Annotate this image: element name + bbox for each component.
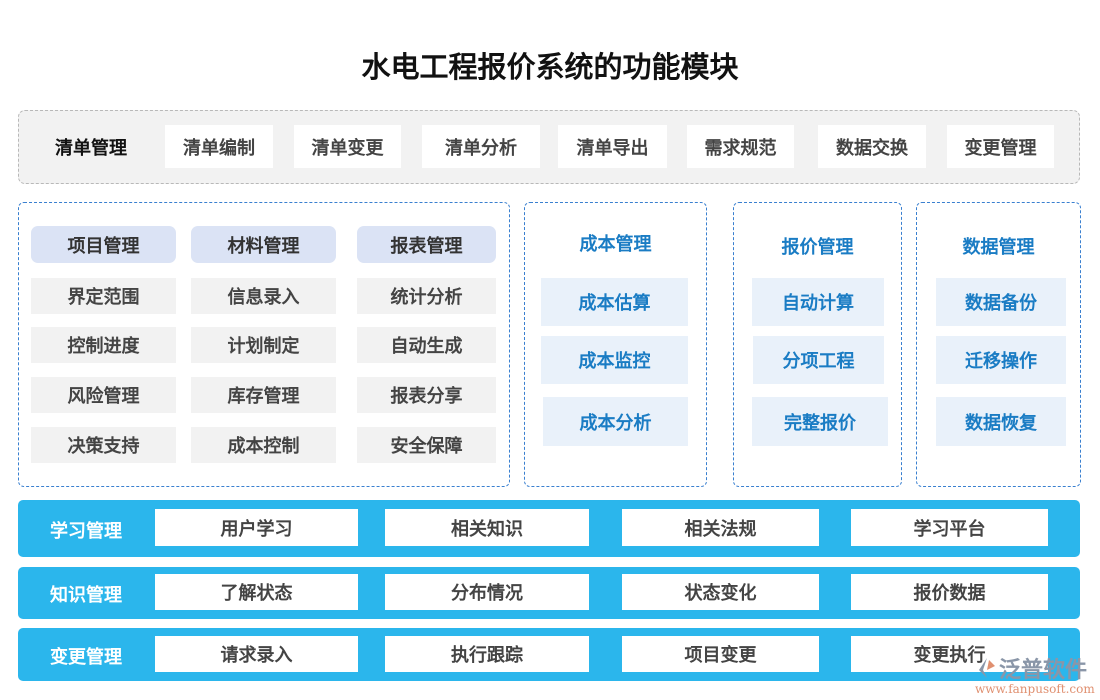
list-management-label: 清单管理 bbox=[55, 138, 127, 159]
watermark-name: 泛普软件 bbox=[999, 658, 1088, 683]
cost-management-group bbox=[524, 202, 707, 487]
list-item[interactable]: 需求规范 bbox=[687, 125, 794, 168]
module-item[interactable]: 安全保障 bbox=[357, 427, 496, 463]
module-item[interactable]: 界定范围 bbox=[31, 278, 176, 314]
bar-item[interactable]: 了解状态 bbox=[155, 574, 358, 610]
module-item[interactable]: 迁移操作 bbox=[936, 336, 1066, 384]
module-item[interactable]: 成本控制 bbox=[191, 427, 336, 463]
bar-item[interactable]: 相关法规 bbox=[622, 509, 819, 546]
module-item[interactable]: 成本分析 bbox=[543, 397, 688, 446]
module-item[interactable]: 自动计算 bbox=[752, 278, 884, 326]
module-item[interactable]: 数据备份 bbox=[936, 278, 1066, 326]
bar-item[interactable]: 相关知识 bbox=[385, 509, 589, 546]
bar-item[interactable]: 报价数据 bbox=[851, 574, 1048, 610]
fanpu-logo-icon bbox=[979, 658, 995, 678]
module-item[interactable]: 决策支持 bbox=[31, 427, 176, 463]
column-header: 报表管理 bbox=[357, 226, 496, 263]
column-header: 项目管理 bbox=[31, 226, 176, 263]
module-item[interactable]: 成本估算 bbox=[541, 278, 688, 326]
bar-item[interactable]: 变更执行 bbox=[851, 636, 1048, 672]
module-item[interactable]: 信息录入 bbox=[191, 278, 336, 314]
module-item[interactable]: 控制进度 bbox=[31, 327, 176, 363]
list-item[interactable]: 清单导出 bbox=[558, 125, 667, 168]
quote-management-group bbox=[733, 202, 902, 487]
bar-label: 学习管理 bbox=[50, 520, 122, 542]
column-header: 材料管理 bbox=[191, 226, 336, 263]
list-item[interactable]: 变更管理 bbox=[947, 125, 1054, 168]
bar-item[interactable]: 用户学习 bbox=[155, 509, 358, 546]
bar-item[interactable]: 请求录入 bbox=[155, 636, 358, 672]
list-item[interactable]: 清单编制 bbox=[165, 125, 273, 168]
list-item[interactable]: 数据交换 bbox=[818, 125, 926, 168]
module-item[interactable]: 风险管理 bbox=[31, 377, 176, 413]
list-item[interactable]: 清单分析 bbox=[422, 125, 540, 168]
project-material-report-group bbox=[18, 202, 510, 487]
bar-label: 变更管理 bbox=[50, 646, 122, 668]
bar-item[interactable]: 项目变更 bbox=[622, 636, 819, 672]
bar-label: 知识管理 bbox=[50, 585, 122, 606]
quote-title: 报价管理 bbox=[781, 237, 854, 258]
module-item[interactable]: 数据恢复 bbox=[936, 397, 1066, 446]
page-title: 水电工程报价系统的功能模块 bbox=[361, 50, 739, 84]
data-management-group bbox=[916, 202, 1081, 487]
bar-item[interactable]: 状态变化 bbox=[622, 574, 819, 610]
module-item[interactable]: 自动生成 bbox=[357, 327, 496, 363]
bar-item[interactable]: 分布情况 bbox=[385, 574, 589, 610]
watermark-logo: 泛普软件 www.fanpusoft.com bbox=[975, 652, 1097, 698]
watermark-url: www.fanpusoft.com bbox=[975, 682, 1095, 696]
list-item[interactable]: 清单变更 bbox=[294, 125, 401, 168]
module-item[interactable]: 报表分享 bbox=[357, 377, 496, 413]
module-item[interactable]: 计划制定 bbox=[191, 327, 336, 363]
module-item[interactable]: 分项工程 bbox=[753, 336, 884, 384]
cost-title: 成本管理 bbox=[579, 234, 652, 255]
bar-item[interactable]: 学习平台 bbox=[851, 509, 1048, 546]
module-item[interactable]: 统计分析 bbox=[357, 278, 496, 314]
bar-item[interactable]: 执行跟踪 bbox=[385, 636, 589, 672]
datam-title: 数据管理 bbox=[962, 237, 1035, 258]
module-item[interactable]: 完整报价 bbox=[752, 397, 888, 446]
module-item[interactable]: 库存管理 bbox=[191, 377, 336, 413]
module-item[interactable]: 成本监控 bbox=[541, 336, 688, 384]
